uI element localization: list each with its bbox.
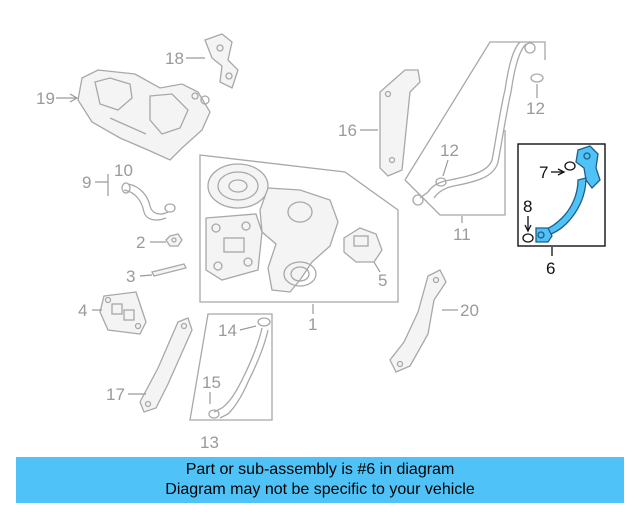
- part-11-group-box: [404, 41, 546, 216]
- callout-17[interactable]: 17: [106, 385, 125, 404]
- leader-19-arrow: [69, 93, 79, 103]
- leader-8-arrow: [524, 224, 532, 233]
- leader-3: [139, 274, 153, 277]
- callout-11[interactable]: 11: [453, 225, 471, 244]
- leader-7-arrow: [557, 168, 566, 176]
- part-17-bracket: [139, 317, 193, 413]
- banner-line-2: Diagram may not be specific to your vehi…: [165, 481, 475, 498]
- part-6-coolant-pipe[interactable]: [535, 145, 601, 243]
- part-3-stud: [151, 263, 187, 277]
- callout-3[interactable]: 3: [126, 267, 135, 286]
- leader-9: [95, 174, 109, 196]
- part-7-oring: [564, 161, 576, 171]
- banner-line-1: Part or sub-assembly is #6 in diagram: [185, 461, 455, 478]
- callout-4[interactable]: 4: [78, 301, 87, 320]
- part-10-pipe: [121, 182, 176, 221]
- callout-9[interactable]: 9: [82, 173, 91, 192]
- callout-6[interactable]: 6: [546, 259, 555, 278]
- callout-1[interactable]: 1: [308, 315, 317, 334]
- leader-5: [373, 261, 381, 273]
- part-13-oil-line: [208, 317, 271, 419]
- part-13-box: [189, 313, 273, 421]
- callout-20[interactable]: 20: [460, 301, 479, 320]
- part-16-plate: [379, 69, 421, 177]
- callout-5[interactable]: 5: [378, 271, 387, 290]
- leader-12-bottom: [442, 159, 449, 177]
- callout-19[interactable]: 19: [36, 89, 55, 108]
- part-12-washer-top: [530, 73, 544, 83]
- callout-2[interactable]: 2: [136, 233, 145, 252]
- callout-12-bottom[interactable]: 12: [440, 141, 459, 160]
- part-20-bracket: [389, 269, 447, 373]
- part-1-box: [199, 154, 399, 303]
- leader-14: [239, 325, 257, 331]
- callout-14[interactable]: 14: [218, 321, 237, 340]
- part-18-bracket: [204, 33, 239, 89]
- callout-13[interactable]: 13: [200, 433, 219, 452]
- part-8-oring: [522, 233, 534, 243]
- callout-8[interactable]: 8: [523, 197, 532, 216]
- callout-7[interactable]: 7: [539, 163, 548, 182]
- callout-10[interactable]: 10: [114, 161, 133, 180]
- part-1-turbocharger[interactable]: [205, 163, 339, 293]
- part-2-nut: [165, 233, 183, 247]
- info-banner: Part or sub-assembly is #6 in diagram Di…: [16, 457, 624, 503]
- callout-12-top[interactable]: 12: [526, 99, 545, 118]
- part-4-gasket: [99, 291, 147, 335]
- part-19-heat-shield: [77, 69, 211, 161]
- part-5-actuator: [343, 227, 383, 263]
- part-6-box: [517, 143, 606, 247]
- callout-18[interactable]: 18: [165, 49, 184, 68]
- callout-16[interactable]: 16: [338, 121, 357, 140]
- parts-diagram: 18 19 16 11 12 12: [36, 33, 606, 452]
- part-12-washer-bottom: [435, 177, 447, 187]
- callout-15[interactable]: 15: [202, 373, 221, 392]
